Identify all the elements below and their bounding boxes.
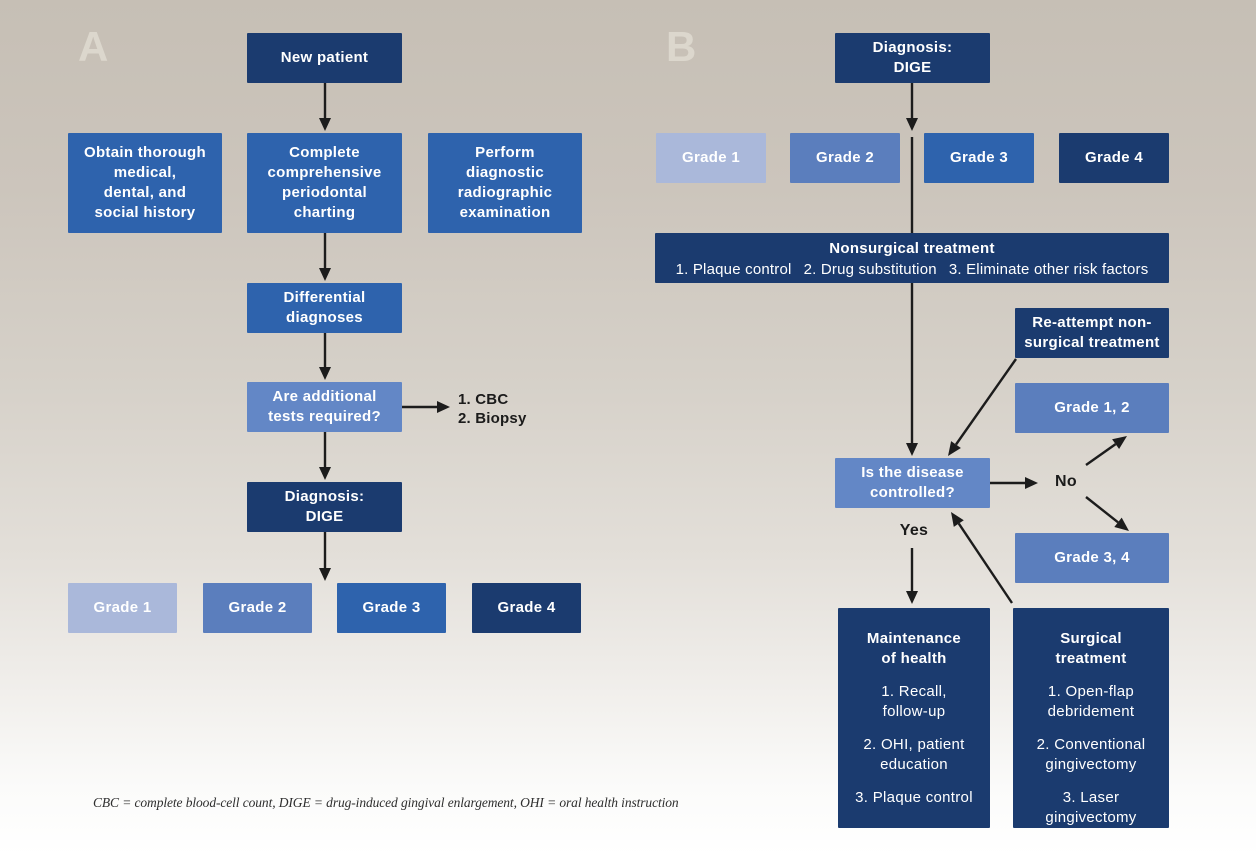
arrow-yes-to-maintenance — [906, 548, 918, 604]
arrow-tests-to-diagnosis — [319, 432, 331, 480]
grade-2-b: Grade 2 — [790, 133, 900, 183]
panel-b-label: B — [666, 23, 698, 70]
arrow-controlled-to-no — [990, 477, 1038, 489]
maintenance-title: Maintenance of health — [866, 630, 962, 667]
arrow-tests-to-cbc-biopsy — [402, 401, 450, 413]
grade-1-b: Grade 1 — [656, 133, 766, 183]
grade-4-a: Grade 4 — [472, 583, 581, 633]
arrow-new-patient-to-charting — [319, 83, 331, 131]
caption-abbreviations: CBC = complete blood-cell count, DIGE = … — [93, 795, 679, 810]
arrow-surgical-to-controlled — [951, 512, 1013, 604]
arrow-nonsurgical-to-controlled — [906, 283, 918, 456]
grade-2-a: Grade 2 — [203, 583, 312, 633]
arrow-diagnosis-to-grades-a — [319, 532, 331, 581]
maintenance-item-2: 2. OHI, patient education — [863, 736, 965, 773]
nonsurgical-item-3: 3. Eliminate other risk factors — [948, 261, 1149, 278]
nonsurgical-item-1: 1. Plaque control — [675, 261, 792, 278]
side-note-biopsy: 2. Biopsy — [458, 410, 527, 427]
node-new-patient: New patient — [247, 33, 402, 83]
maintenance-item-1: 1. Recall, follow-up — [881, 683, 947, 720]
grade-1-a: Grade 1 — [68, 583, 177, 633]
grade-3-b: Grade 3 — [924, 133, 1034, 183]
node-periodontal-charting: Complete comprehensive periodontal chart… — [247, 133, 402, 233]
node-diagnosis-dige-b: Diagnosis: DIGE — [835, 33, 990, 83]
grade-3-a: Grade 3 — [337, 583, 446, 633]
arrow-no-to-grade34 — [1085, 496, 1129, 531]
node-differential-diagnoses: Differential diagnoses — [247, 283, 402, 333]
surgical-item-3: 3. Laser gingivectomy — [1045, 789, 1137, 826]
nonsurgical-item-2: 2. Drug substitution — [803, 261, 937, 278]
arrow-differential-to-tests — [319, 333, 331, 380]
node-grade-1-2: Grade 1, 2 — [1015, 383, 1169, 433]
label-yes: Yes — [899, 522, 929, 539]
arrow-charting-to-differential — [319, 233, 331, 281]
node-diagnosis-dige-a: Diagnosis: DIGE — [247, 482, 402, 532]
arrow-diagnosis-to-grades-b — [906, 83, 918, 233]
arrow-reattempt-to-controlled — [948, 358, 1017, 456]
node-obtain-history: Obtain thorough medical, dental, and soc… — [68, 133, 222, 233]
node-maintenance-of-health: Maintenance of health 1. Recall, follow-… — [838, 608, 990, 828]
node-nonsurgical-treatment: Nonsurgical treatment 1. Plaque control 2… — [655, 233, 1169, 283]
node-reattempt-nonsurgical: Re-attempt non- surgical treatment — [1015, 308, 1169, 358]
arrow-no-to-grade12 — [1085, 436, 1127, 466]
node-radiographic-exam: Perform diagnostic radiographic examinat… — [428, 133, 582, 233]
node-surgical-treatment: Surgical treatment 1. Open-flap debridem… — [1013, 608, 1169, 828]
surgical-title: Surgical treatment — [1055, 630, 1127, 667]
side-note-tests: 1. CBC 2. Biopsy — [458, 390, 527, 428]
node-additional-tests: Are additional tests required? — [247, 382, 402, 432]
panel-a-label: A — [78, 23, 110, 70]
side-note-cbc: 1. CBC — [458, 391, 509, 408]
label-no: No — [1055, 473, 1077, 490]
maintenance-item-3: 3. Plaque control — [855, 789, 973, 806]
nonsurgical-items: 1. Plaque control 2. Drug substitution 3. … — [670, 259, 1155, 280]
node-disease-controlled: Is the disease controlled? — [835, 458, 990, 508]
grade-4-b: Grade 4 — [1059, 133, 1169, 183]
surgical-item-1: 1. Open-flap debridement — [1047, 683, 1135, 720]
surgical-item-2: 2. Conventional gingivectomy — [1036, 736, 1146, 773]
node-grade-3-4: Grade 3, 4 — [1015, 533, 1169, 583]
nonsurgical-title: Nonsurgical treatment — [829, 240, 995, 257]
